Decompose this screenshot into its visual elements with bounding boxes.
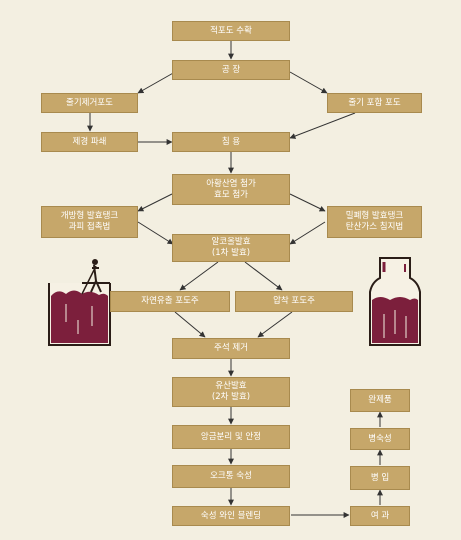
closed-tank-illustration	[369, 257, 421, 346]
arrow-lines	[87, 41, 383, 518]
step-malolactic-fermentation: 유산발효 (2차 발효)	[172, 377, 290, 407]
step-bottling: 병 입	[350, 466, 410, 490]
step-factory: 공 장	[172, 60, 290, 80]
step-crushing: 제경 파쇄	[41, 132, 138, 152]
step-racking-stabilization: 앙금분리 및 안정	[172, 425, 290, 449]
step-finished-product: 완제품	[350, 389, 410, 412]
step-bottle-aging: 병숙성	[350, 428, 410, 450]
step-stem-included-grapes: 줄기 포함 포도	[327, 93, 422, 113]
step-open-tank: 개방형 발효탱크 과피 접촉법	[41, 206, 138, 238]
step-press-wine: 압착 포도주	[235, 291, 353, 312]
step-harvest: 적포도 수확	[172, 21, 290, 41]
step-free-run-wine: 자연유출 포도주	[110, 291, 230, 312]
step-blending: 숙성 와인 블렌딩	[172, 506, 290, 526]
step-filtration: 여 과	[350, 506, 410, 526]
step-closed-tank: 밀폐형 발효탱크 탄산가스 침지법	[327, 206, 422, 238]
step-alcoholic-fermentation: 알코올발효 (1차 발효)	[172, 234, 290, 262]
open-tank-illustration	[48, 259, 111, 346]
step-tartrate-removal: 주석 제거	[172, 338, 290, 359]
step-destemmed-grapes: 줄기제거포도	[41, 93, 138, 113]
step-oak-aging: 오크통 숙성	[172, 465, 290, 488]
step-sulfite-yeast: 아황산염 첨가 효모 첨가	[172, 174, 290, 205]
step-maceration: 침 용	[172, 132, 290, 152]
